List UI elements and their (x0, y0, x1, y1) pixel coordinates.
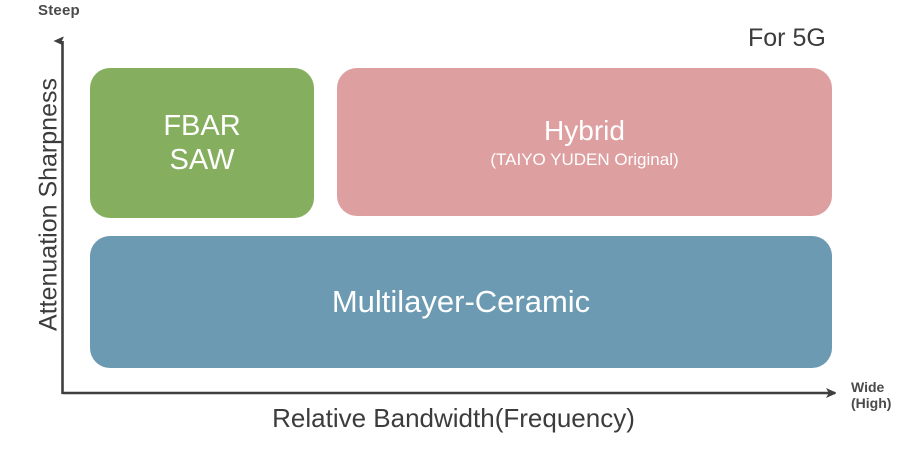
region-hybrid-subtitle: (TAIYO YUDEN Original) (490, 149, 679, 169)
y-axis-title: Attenuation Sharpness (34, 78, 63, 331)
x-axis-end-label: Wide (High) (851, 379, 891, 411)
region-hybrid-title: Hybrid (544, 114, 625, 146)
region-fbar-saw[interactable]: FBAR SAW (90, 68, 314, 218)
region-multilayer-ceramic[interactable]: Multilayer-Ceramic (90, 236, 832, 368)
x-axis-end-label-line1: Wide (851, 379, 885, 395)
region-fbar-saw-label-line1: FBAR (163, 110, 241, 142)
x-axis-title: Relative Bandwidth(Frequency) (272, 403, 635, 433)
region-fbar-saw-label-line2: SAW (169, 144, 235, 176)
y-axis-end-label: Steep (38, 2, 80, 19)
for-5g-annotation: For 5G (748, 24, 826, 52)
region-hybrid[interactable]: Hybrid (TAIYO YUDEN Original) (337, 68, 832, 216)
region-multilayer-ceramic-title: Multilayer-Ceramic (331, 284, 591, 319)
x-axis-end-label-line2: (High) (851, 395, 892, 411)
